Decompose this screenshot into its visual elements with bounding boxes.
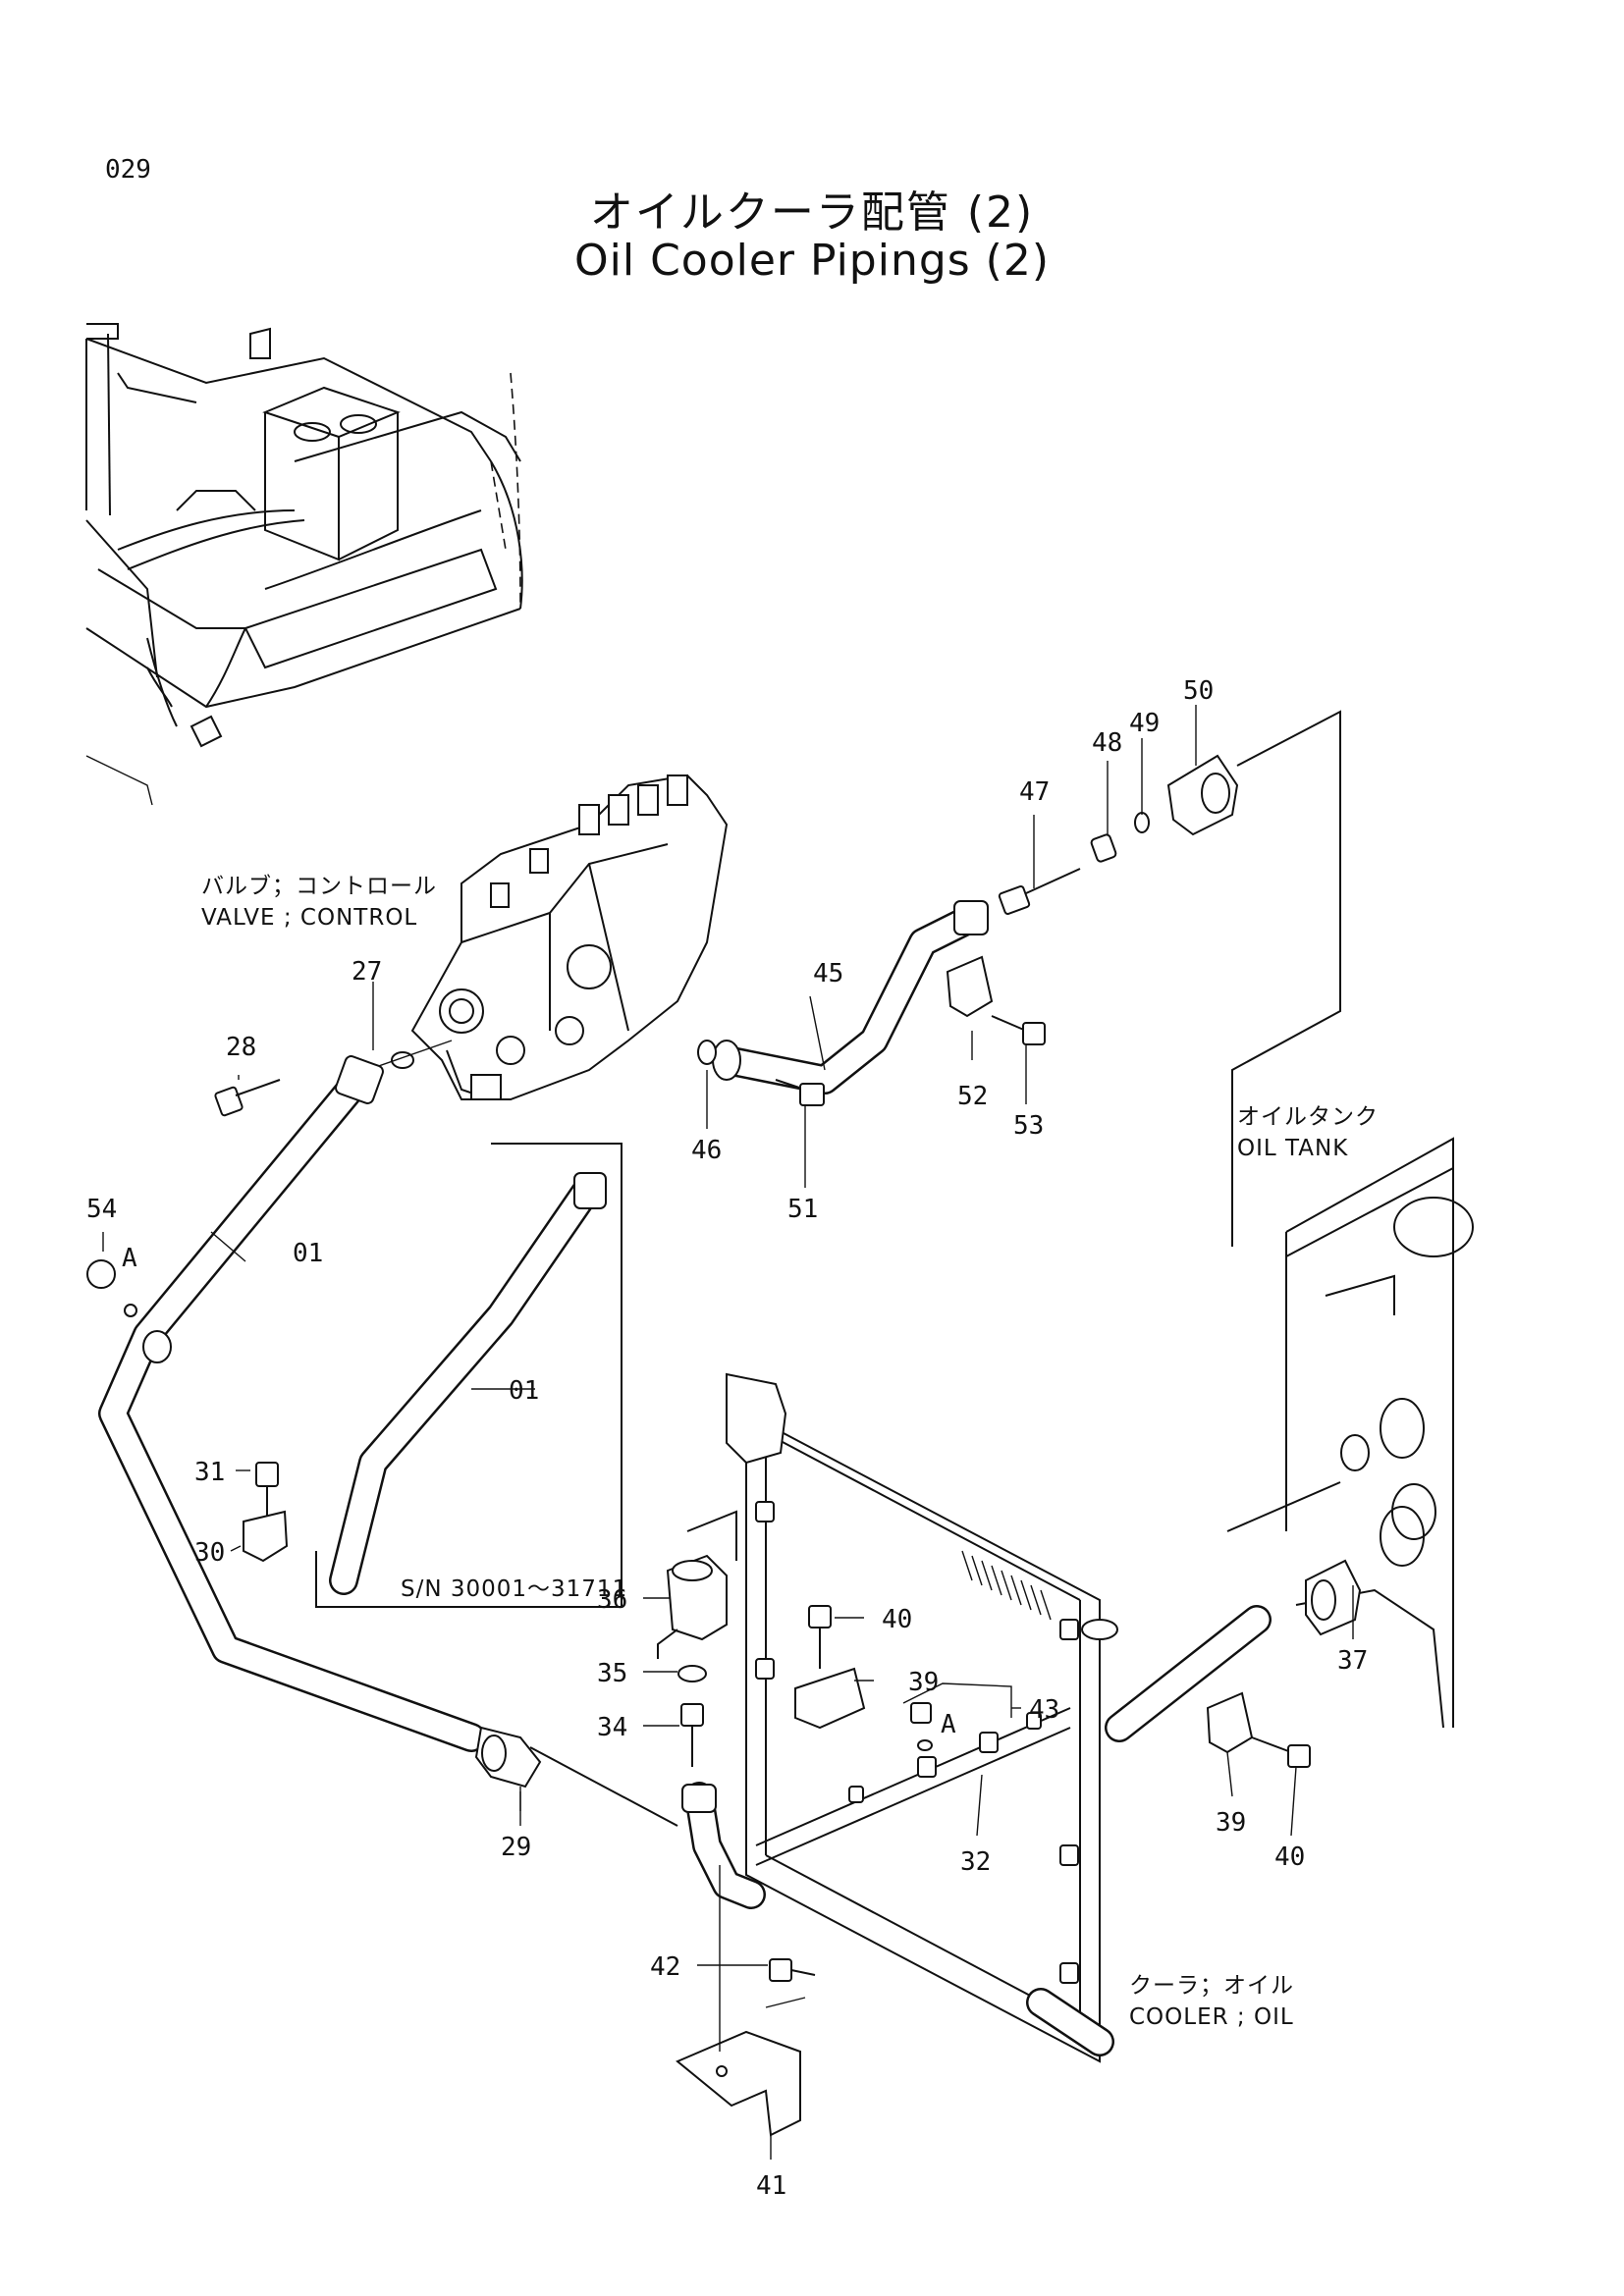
part-label: 40 (882, 1605, 912, 1634)
leader-lines (210, 705, 1354, 2160)
part-label: 49 (1129, 709, 1160, 738)
control-valve-drawing (410, 774, 729, 1100)
oil-tank-drawing (1226, 1137, 1474, 1729)
serial-range-label: S/N 30001～31711 (401, 1576, 627, 1602)
part-label: 50 (1183, 676, 1214, 706)
tank-label-en: OIL TANK (1237, 1136, 1348, 1161)
part-label: 27 (352, 957, 382, 987)
plug (902, 1682, 1012, 1751)
hose-clamp (657, 1510, 737, 1659)
cooler-label-en: COOLER ; OIL (1129, 2004, 1294, 2030)
hose-clamp (474, 1726, 542, 1811)
part-label: 40 (1274, 1842, 1305, 1872)
serial-range-inset (315, 1143, 623, 1608)
part-label: 34 (597, 1713, 627, 1742)
return-pipe (697, 900, 989, 1095)
part-label: 48 (1092, 728, 1122, 758)
part-label: 52 (957, 1082, 988, 1111)
machine-body-drawing (85, 323, 523, 806)
detail-marker-a: A (122, 1244, 137, 1273)
clamp-assembly (1206, 1691, 1311, 1768)
part-label: 42 (650, 1952, 680, 1982)
part-label: 39 (1216, 1808, 1246, 1838)
washer (677, 1665, 707, 1682)
hex-bolt (775, 1079, 825, 1106)
cooler-outlet-pipe (1105, 1605, 1272, 1742)
valve-label-jp: バルブ；コントロール (201, 874, 437, 899)
part-label: 32 (960, 1847, 991, 1877)
page-title-japanese: オイルクーラ配管 (2) (589, 187, 1035, 238)
oil-pipe (98, 1055, 486, 1752)
valve-label-en: VALVE ; CONTROL (201, 905, 417, 931)
part-label: 53 (1013, 1111, 1044, 1141)
part-label: 46 (691, 1136, 722, 1165)
part-label: 01 (293, 1239, 323, 1268)
part-label: 30 (194, 1538, 225, 1568)
oil-cooler-drawing (726, 1372, 1118, 2063)
part-label: 45 (813, 959, 843, 988)
plug (86, 1232, 137, 1317)
page-title-english: Oil Cooler Pipings (2) (574, 236, 1050, 286)
clamp-assembly (946, 955, 1046, 1045)
part-label: 54 (86, 1195, 117, 1224)
tank-label-jp: オイルタンク (1237, 1104, 1379, 1130)
part-label: 41 (756, 2171, 786, 2201)
page-number: 029 (105, 155, 151, 185)
hex-bolt (214, 1079, 281, 1117)
fitting-assembly (998, 710, 1341, 1247)
part-label: 47 (1019, 777, 1050, 807)
part-label: 35 (597, 1659, 627, 1688)
cooler-label-jp: クーラ；オイル (1129, 1973, 1294, 1999)
clamp-assembly (243, 1462, 289, 1563)
part-label: 39 (908, 1668, 939, 1697)
part-label: 29 (501, 1833, 531, 1862)
mounting-bracket (676, 1865, 806, 2137)
hex-bolt (680, 1703, 704, 1767)
hose-clamp (1305, 1559, 1362, 1636)
part-label: 01 (509, 1376, 539, 1406)
part-label: 37 (1337, 1646, 1368, 1676)
part-label: 43 (1029, 1695, 1059, 1725)
hex-bolt (769, 1958, 816, 1982)
part-label: 31 (194, 1458, 225, 1487)
part-label: 36 (597, 1585, 627, 1615)
cooler-inlet-elbow (529, 1746, 766, 1909)
clamp-assembly (794, 1605, 866, 1730)
part-label: 51 (787, 1195, 818, 1224)
part-label: 28 (226, 1033, 256, 1062)
detail-marker-a: A (941, 1710, 956, 1739)
